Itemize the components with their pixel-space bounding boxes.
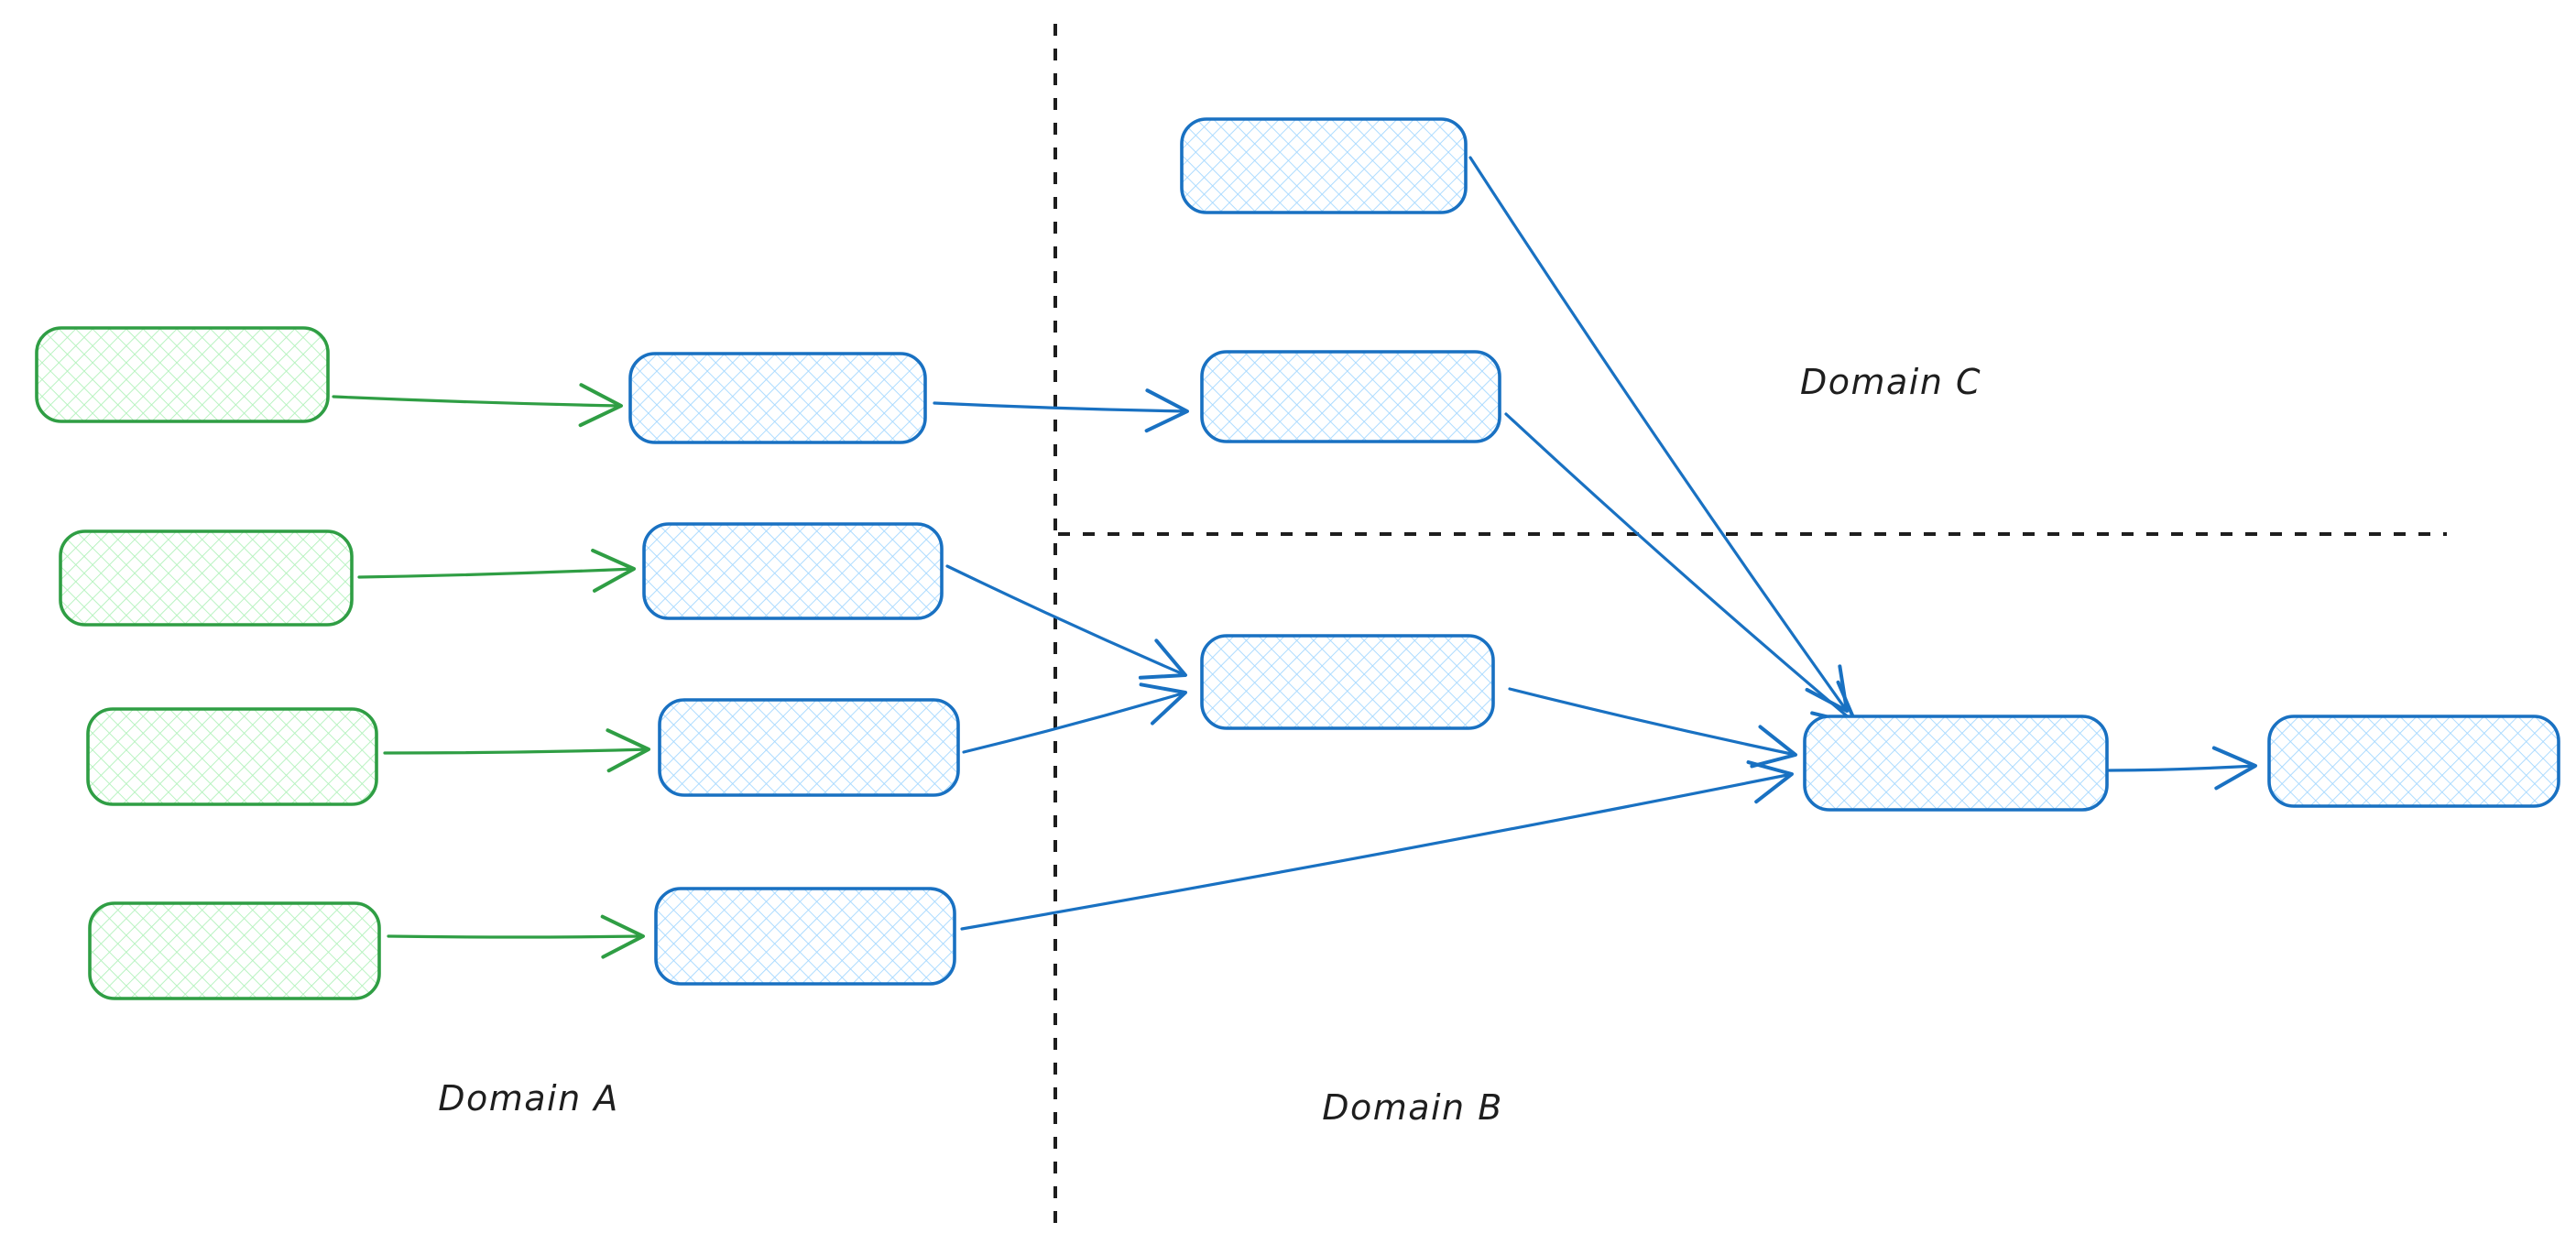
edge-ctop-merge xyxy=(1468,156,1849,713)
edge-g4-a4 xyxy=(387,914,645,959)
edge-blow-merge xyxy=(1508,687,1797,769)
edge-a2-blow xyxy=(945,564,1187,680)
node-layer xyxy=(35,117,2560,1000)
edge-bmid-merge xyxy=(1504,412,1858,726)
blue-box-a4 xyxy=(654,887,956,986)
edge-a1-bmid xyxy=(933,388,1189,433)
blue-box-b-low xyxy=(1200,634,1495,730)
blue-box-a2 xyxy=(642,522,944,620)
green-box-2 xyxy=(59,529,354,627)
edge-merge-final xyxy=(2107,746,2257,791)
blue-box-final xyxy=(2267,715,2560,808)
edge-a4-merge xyxy=(960,760,1794,931)
blue-box-b-mid xyxy=(1200,350,1501,443)
edge-g2-a2 xyxy=(357,548,636,593)
label-layer: Domain A Domain B Domain C xyxy=(438,362,1981,1128)
domain-a-label: Domain A xyxy=(438,1078,619,1119)
blue-box-a1 xyxy=(628,352,927,444)
domain-c-label: Domain C xyxy=(1800,362,1981,402)
green-box-4 xyxy=(88,901,381,1000)
blue-box-merge xyxy=(1803,715,2109,812)
green-box-3 xyxy=(86,707,378,806)
green-box-1 xyxy=(35,326,330,423)
blue-box-c-top xyxy=(1180,117,1468,214)
edge-a3-blow xyxy=(962,682,1187,754)
blue-box-a3 xyxy=(658,698,960,797)
domain-b-label: Domain B xyxy=(1322,1087,1503,1128)
edge-layer xyxy=(332,156,2257,959)
edge-g1-a1 xyxy=(332,383,623,428)
edge-g3-a3 xyxy=(383,728,650,773)
divider-layer xyxy=(1053,24,2447,1233)
